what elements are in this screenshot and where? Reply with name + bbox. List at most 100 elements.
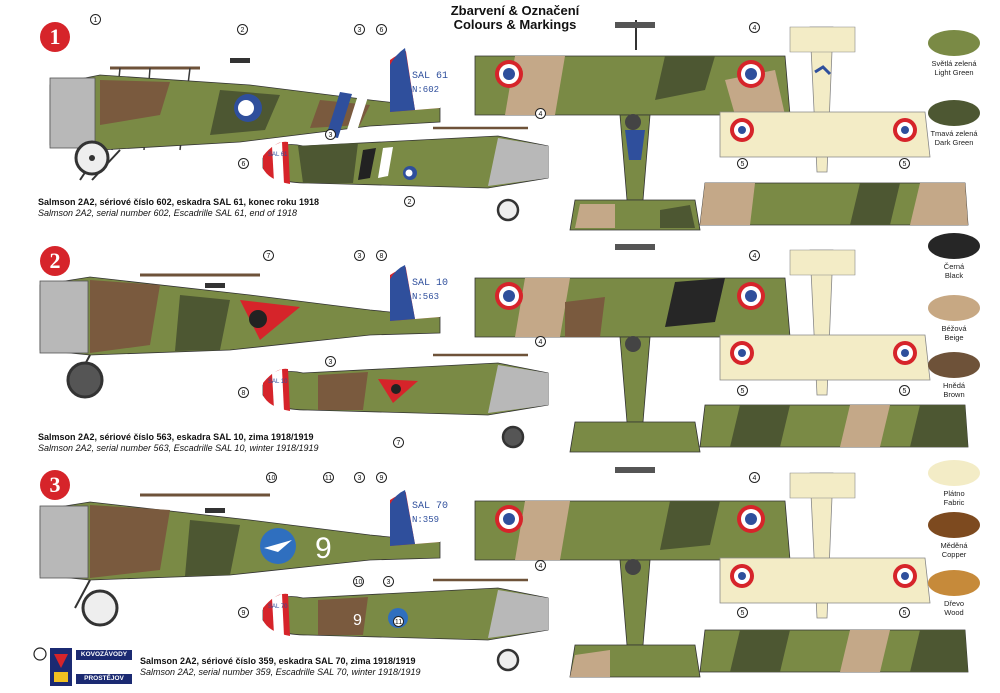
caption-cz: Salmson 2A2, sériové číslo 359, eskadra … [140,656,416,666]
fuselage-number-small-text: 9 [353,612,362,629]
top-view-1 [474,20,791,231]
callout-marker: 6 [376,24,387,35]
caption-scheme-1: Salmson 2A2, sériové číslo 602, eskadra … [38,197,319,219]
scheme-number-badge: 1 [40,22,70,52]
swatch-name-cz: Hnědá [942,381,966,390]
callout-marker: 4 [535,336,546,347]
callout-marker: 4 [749,472,760,483]
swatch-name-en: Copper [941,550,967,559]
swatch-name-cz: Tmavá zelená [930,129,978,138]
rudder-unit-small-text: SAL 61 [268,152,288,158]
rudder-serial-text: N:359 [412,515,439,525]
side-view-small-3: 9 SAL 70 [262,578,549,672]
callout-marker: 4 [535,560,546,571]
fuselage-number-text: 9 [315,532,332,565]
lower-wing-top-2 [699,404,969,448]
under-view-2 [719,249,931,396]
callout-marker: 4 [749,22,760,33]
lower-wing-top-3 [699,629,969,673]
top-view-2 [474,244,791,453]
swatch-name-en: Brown [943,390,965,399]
swatch-name-en: Fabric [943,498,965,507]
caption-en: Salmson 2A2, serial number 563, Escadril… [38,443,319,453]
logo-line2: PROSTĚJOV [76,674,132,684]
caption-cz: Salmson 2A2, sériové číslo 563, eskadra … [38,432,314,442]
rudder-unit-small-text: SAL 10 [268,379,288,385]
side-view-large-2: SAL 10 N:563 [39,261,448,399]
side-view-large-1: SAL 61 N:602 [49,42,448,181]
callout-marker: 8 [238,387,249,398]
logo-emblem [33,647,72,686]
swatch-name-cz: Béžová [941,324,967,333]
under-view-3 [719,472,931,619]
callout-marker: 11 [323,472,334,483]
side-view-small-2: SAL 10 [262,353,549,449]
callout-marker: 3 [325,356,336,367]
colour-swatch [928,352,980,378]
scheme-number-badge: 3 [40,470,70,500]
callout-marker: 5 [899,385,910,396]
caption-scheme-3: Salmson 2A2, sériové číslo 359, eskadra … [140,656,421,678]
caption-en: Salmson 2A2, serial number 602, Escadril… [38,208,297,218]
callout-marker: 3 [354,472,365,483]
biplane-side-large [49,42,441,181]
callout-marker: 3 [354,250,365,261]
swatch-name-en: Black [944,271,964,280]
title-en: Colours & Markings [453,17,577,32]
colour-swatch [928,100,980,126]
rudder-serial-text: N:563 [412,292,439,302]
scheme-number-badge: 2 [40,246,70,276]
title-cz: Zbarvení & Označení [450,3,580,18]
callout-marker: 10 [266,472,277,483]
rudder-unit-text: SAL 61 [412,71,448,82]
swatch-name-cz: Světlá zelená [931,59,977,68]
logo-line1: KOVOZÁVODY [76,650,132,660]
callout-marker: 11 [393,616,404,627]
rudder-unit-text: SAL 10 [412,278,448,289]
caption-en: Salmson 2A2, serial number 359, Escadril… [140,667,421,677]
callout-marker: 4 [749,250,760,261]
callout-marker: 7 [263,250,274,261]
callout-marker: 6 [238,158,249,169]
rudder-unit-small-text: SAL 70 [268,604,288,610]
under-view-1 [719,26,931,173]
swatch-name-en: Beige [944,333,964,342]
side-view-large-3: 9 SAL 70 N:359 [39,486,448,627]
colour-swatch [928,295,980,321]
side-view-small-1: SAL 61 [262,126,549,222]
colour-swatch [928,460,980,486]
top-view-3 [474,467,791,678]
callout-marker: 5 [899,158,910,169]
colour-swatch [928,570,980,596]
callout-marker: 3 [325,129,336,140]
callout-marker: 9 [376,472,387,483]
callout-marker: 10 [353,576,364,587]
colour-swatch [928,512,980,538]
callout-marker: 9 [238,607,249,618]
callout-marker: 2 [237,24,248,35]
swatch-name-cz: Měděná [940,541,968,550]
callout-marker: 8 [376,250,387,261]
callout-marker: 3 [354,24,365,35]
callout-marker: 2 [404,196,415,207]
callout-marker: 5 [737,385,748,396]
callout-marker: 1 [90,14,101,25]
rudder-serial-text: N:602 [412,85,439,95]
swatch-name-en: Dark Green [934,138,974,147]
manufacturer-logo: KOVOZÁVODY PROSTĚJOV [32,646,132,688]
swatch-name-cz: Plátno [943,489,965,498]
swatch-name-cz: Dřevo [943,599,964,608]
swatch-name-en: Wood [944,608,964,617]
callout-marker: 7 [393,437,404,448]
lower-wing-top-1 [699,182,969,226]
page-title: Zbarvení & Označení Colours & Markings [430,4,600,32]
callout-marker: 5 [737,158,748,169]
